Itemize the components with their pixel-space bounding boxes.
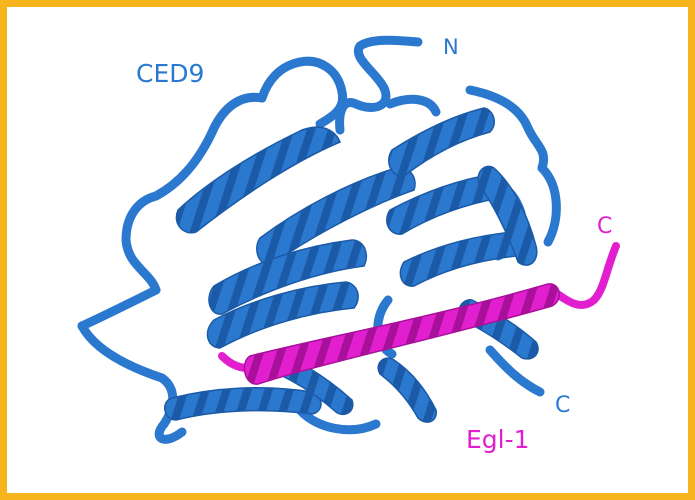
ced9-helices: [164, 107, 539, 423]
ced9-c-terminus-label: C: [555, 393, 571, 418]
ced9-coil: [77, 35, 561, 444]
n-terminus-label: N: [443, 35, 459, 59]
egl1-peptide: [218, 242, 620, 385]
egl1-c-terminus-label: C: [597, 214, 613, 239]
egl1-label: Egl-1: [466, 425, 530, 454]
ced9-label: CED9: [136, 59, 205, 88]
